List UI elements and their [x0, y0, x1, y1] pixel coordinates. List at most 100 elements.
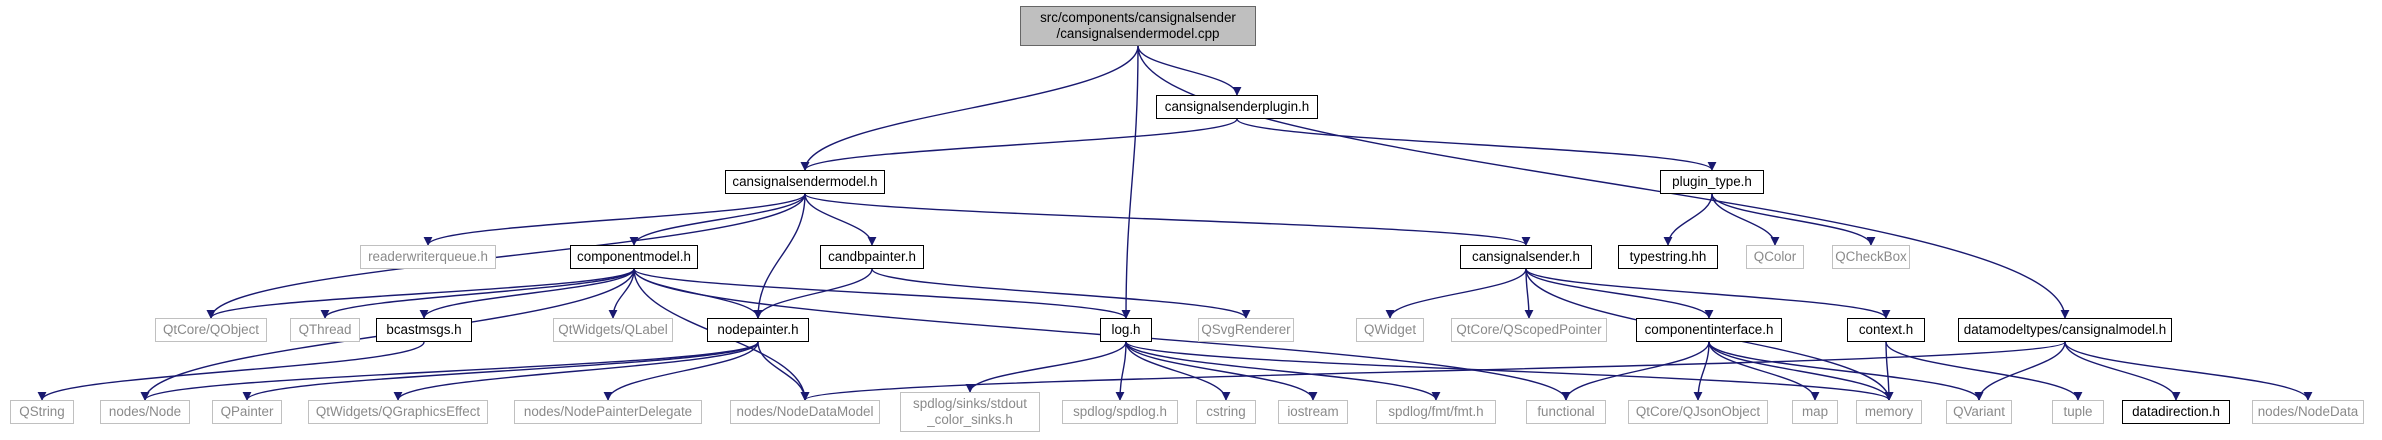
node-label: datadirection.h — [2132, 404, 2220, 419]
node-label: spdlog/spdlog.h — [1073, 404, 1167, 419]
node-label: nodes/NodePainterDelegate — [523, 404, 693, 419]
node-datadirection-h[interactable]: datadirection.h — [2122, 400, 2230, 424]
node-qtwidgets-qgraphicseffect: QtWidgets/QGraphicsEffect — [308, 400, 488, 424]
edge-dmcsm-to-ndm — [800, 341, 2066, 401]
node-label: src/components/cansignalsender /cansigna… — [1040, 10, 1236, 41]
node-plugin-type-h[interactable]: plugin_type.h — [1660, 170, 1764, 194]
node-label: QCheckBox — [1835, 249, 1907, 264]
node-cstring: cstring — [1196, 400, 1256, 424]
node-label: tuple — [2063, 404, 2093, 419]
node-qcolor: QColor — [1746, 245, 1804, 269]
node-qtcore-qobject: QtCore/QObject — [155, 318, 267, 342]
edge-dmcsm-to-nodedata — [2064, 341, 2313, 401]
node-qtwidgets-qlabel: QtWidgets/QLabel — [553, 318, 673, 342]
node-componentmodel-h[interactable]: componentmodel.h — [570, 245, 698, 269]
node-nodes-nodedata: nodes/NodeData — [2252, 400, 2364, 424]
node-qwidget: QWidget — [1356, 318, 1424, 342]
edge-context-to-memory — [1884, 341, 1894, 401]
node-nodepainter-h[interactable]: nodepainter.h — [707, 318, 809, 342]
node-label: QtCore/QJsonObject — [1635, 404, 1761, 419]
edge-compiface-to-functional — [1561, 341, 1710, 401]
node-memory: memory — [1856, 400, 1922, 424]
node-root-cansignalsendermodel-cpp: src/components/cansignalsender /cansigna… — [1020, 6, 1256, 46]
node-componentinterface-h[interactable]: componentinterface.h — [1636, 318, 1782, 342]
node-cansignalsendermodel-h[interactable]: cansignalsendermodel.h — [725, 170, 885, 194]
edge-cssender-to-qwidget — [1385, 268, 1527, 319]
node-qcheckbox: QCheckBox — [1832, 245, 1910, 269]
node-label: componentmodel.h — [577, 249, 691, 264]
edge-candb-to-qsvg — [871, 268, 1251, 319]
node-datamodeltypes-cansignalmodel-h[interactable]: datamodeltypes/cansignalmodel.h — [1958, 318, 2172, 342]
node-label: typestring.hh — [1629, 249, 1707, 264]
edge-pluginh-to-plugintype — [1236, 118, 1717, 171]
node-bcastmsgs-h[interactable]: bcastmsgs.h — [376, 318, 472, 342]
edge-nodepainter-to-ndm — [757, 341, 810, 401]
node-label: QColor — [1753, 249, 1797, 264]
node-label: nodes/Node — [108, 404, 182, 419]
node-label: bcastmsgs.h — [386, 322, 462, 337]
edge-cssender-to-context — [1525, 268, 1891, 319]
node-candbpainter-h[interactable]: candbpainter.h — [820, 245, 924, 269]
edge-bcast-to-qstring — [37, 341, 425, 401]
node-label: readerwriterqueue.h — [368, 249, 488, 264]
node-qpainter: QPainter — [212, 400, 282, 424]
edge-modelh-to-cssender — [804, 193, 1531, 246]
node-label: QString — [19, 404, 65, 419]
node-log-h[interactable]: log.h — [1100, 318, 1152, 342]
edge-logh-to-spdlog — [1115, 341, 1127, 401]
edge-root-to-logh — [1121, 45, 1139, 319]
node-label: functional — [1537, 404, 1595, 419]
node-label: log.h — [1111, 322, 1141, 337]
edge-compmodel-to-qthread — [320, 268, 635, 319]
node-label: QtCore/QScopedPointer — [1456, 322, 1602, 337]
node-nodes-nodedatamodel: nodes/NodeDataModel — [730, 400, 880, 424]
node-label: plugin_type.h — [1672, 174, 1752, 189]
edge-logh-to-iostream — [1125, 341, 1318, 401]
node-cansignalsender-h[interactable]: cansignalsender.h — [1460, 245, 1592, 269]
node-qsvgrenderer: QSvgRenderer — [1198, 318, 1294, 342]
edge-candb-to-nodepainter — [753, 268, 873, 319]
node-label: QSvgRenderer — [1201, 322, 1291, 337]
edge-compmodel-to-logh — [633, 268, 1131, 319]
node-label: nodes/NodeDataModel — [736, 404, 874, 419]
node-label: nodepainter.h — [717, 322, 799, 337]
node-map: map — [1792, 400, 1838, 424]
edge-cssender-to-compiface — [1525, 268, 1714, 319]
node-label: context.h — [1858, 322, 1914, 337]
edge-plugintype-to-typestring — [1663, 193, 1713, 246]
node-label: cstring — [1206, 404, 1246, 419]
node-label: spdlog/sinks/stdout _color_sinks.h — [913, 396, 1027, 427]
node-label: iostream — [1287, 404, 1339, 419]
node-label: QWidget — [1363, 322, 1417, 337]
edge-logh-to-fmt — [1125, 341, 1441, 401]
edge-compiface-to-qjson — [1693, 341, 1710, 401]
node-spdlog-stdout-color-sinks-h: spdlog/sinks/stdout _color_sinks.h — [900, 392, 1040, 432]
node-label: QPainter — [220, 404, 274, 419]
node-cansignalsenderplugin-h[interactable]: cansignalsenderplugin.h — [1156, 95, 1318, 119]
edge-plugintype-to-qcheckbox — [1711, 193, 1876, 246]
node-typestring-hh[interactable]: typestring.hh — [1618, 245, 1718, 269]
node-spdlog-fmt-fmt-h: spdlog/fmt/fmt.h — [1376, 400, 1496, 424]
node-spdlog-spdlog-h: spdlog/spdlog.h — [1062, 400, 1178, 424]
edge-logh-to-cstring — [1125, 341, 1231, 401]
edge-nodepainter-to-npdelegate — [603, 341, 759, 401]
edge-plugintype-to-qcolor — [1711, 193, 1780, 246]
node-label: QtWidgets/QGraphicsEffect — [315, 404, 481, 419]
edge-modelh-to-rwq — [423, 193, 806, 246]
node-qvariant: QVariant — [1946, 400, 2012, 424]
node-functional: functional — [1526, 400, 1606, 424]
node-nodes-nodepainterdelegate: nodes/NodePainterDelegate — [514, 400, 702, 424]
node-qtcore-qjsonobject: QtCore/QJsonObject — [1628, 400, 1768, 424]
edge-compmodel-to-qlabel — [608, 268, 635, 319]
edge-modelh-to-compmodel — [629, 193, 806, 246]
node-label: QtCore/QObject — [163, 322, 259, 337]
edge-modelh-to-qobject — [206, 193, 806, 319]
node-readerwriterqueue-h: readerwriterqueue.h — [360, 245, 496, 269]
node-qtcore-qscopedpointer: QtCore/QScopedPointer — [1451, 318, 1607, 342]
edge-root-to-modelh — [800, 45, 1139, 171]
edge-dmcsm-to-qvariant — [1974, 341, 2066, 401]
node-context-h[interactable]: context.h — [1847, 318, 1925, 342]
edge-compmodel-to-qobject — [206, 268, 635, 319]
node-qthread: QThread — [290, 318, 360, 342]
node-label: map — [1801, 404, 1829, 419]
